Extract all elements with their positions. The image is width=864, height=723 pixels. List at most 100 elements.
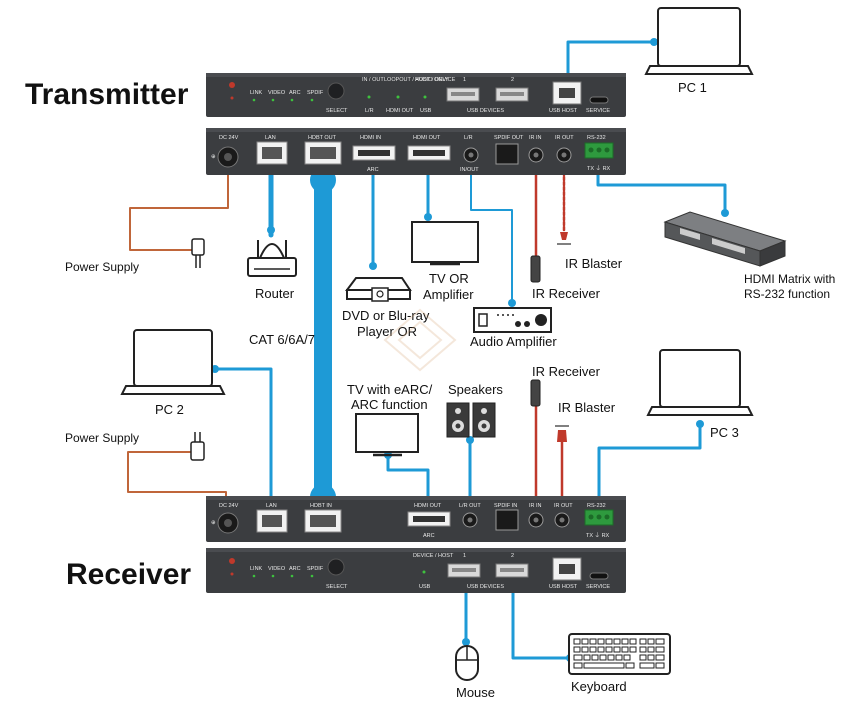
loopout-label: LOOPOUT / AUDIO ONLY xyxy=(384,77,449,83)
usb-host-label: USB HOST xyxy=(549,584,578,590)
led-label: ARC xyxy=(289,566,301,572)
hdmi-in-label: HDMI IN xyxy=(360,135,381,141)
led-icon xyxy=(290,574,294,578)
ir-blaster-icon xyxy=(557,232,571,245)
ir-receiver-bottom-label: IR Receiver xyxy=(532,364,601,379)
usb-label: USB xyxy=(419,584,431,590)
transmitter-front-panel: LINK VIDEO ARC SPDIF SELECT IN / OUT L/R… xyxy=(206,73,626,117)
led-icon xyxy=(310,98,314,102)
power-supply-icon xyxy=(191,238,205,268)
mouse-icon xyxy=(455,645,479,681)
ir-blaster-bottom-label: IR Blaster xyxy=(558,400,616,415)
spdif-out-label: SPDIF OUT xyxy=(494,135,524,141)
in-out-label: IN/OUT xyxy=(460,167,479,173)
ir-receiver-icon xyxy=(530,255,541,283)
spdif-in-label: SPDIF IN xyxy=(494,503,517,509)
audio-amp-label: Audio Amplifier xyxy=(470,334,557,349)
receiver-rear-panel: DC 24V ⊕ LAN HDBT IN HDMI OUT ARC L/R OU… xyxy=(206,496,626,542)
rs232-label: RS-232 xyxy=(587,503,606,509)
cable-node xyxy=(267,226,275,234)
cable-node xyxy=(721,209,729,217)
in-out-label: IN / OUT xyxy=(362,77,384,83)
ir-in-label: IR IN xyxy=(529,503,542,509)
polarity-icon: ⊕ xyxy=(211,154,216,160)
speakers-label: Speakers xyxy=(448,382,503,397)
led-icon xyxy=(396,95,400,99)
ir-out-label: IR OUT xyxy=(554,503,573,509)
service-port[interactable] xyxy=(589,96,609,104)
txrx-label: TX ⏚ RX xyxy=(587,165,611,172)
cable-pc1-usb xyxy=(566,40,656,86)
service-port[interactable] xyxy=(589,572,609,580)
dc-label: DC 24V xyxy=(219,135,239,141)
hdmi-out-label: HDMI OUT xyxy=(386,108,414,114)
lan-label: LAN xyxy=(265,135,276,141)
pc3-laptop-icon xyxy=(646,349,754,416)
power-supply-bottom-label: Power Supply xyxy=(65,431,139,445)
lan-label: LAN xyxy=(266,503,277,509)
select-button[interactable] xyxy=(327,558,345,576)
tv-earc-label-line1: TV with eARC/ xyxy=(347,382,433,397)
pc2-laptop-icon xyxy=(120,329,226,395)
rs232-cable-tx xyxy=(596,168,727,215)
led-label: SPDIF xyxy=(307,90,324,96)
usb-devices-label: USB DEVICES xyxy=(467,584,504,590)
mouse-label: Mouse xyxy=(456,685,495,700)
select-button[interactable] xyxy=(327,82,345,100)
router-icon xyxy=(247,240,297,277)
usb1-label: 1 xyxy=(463,553,466,559)
tv-amp-label-line1: TV OR xyxy=(429,271,469,286)
cable-node xyxy=(650,38,658,46)
select-label: SELECT xyxy=(326,108,348,114)
usb1-label: 1 xyxy=(463,77,466,83)
spdif-out-port[interactable] xyxy=(495,143,519,165)
usb2-label: 2 xyxy=(511,77,514,83)
usb2-label: 2 xyxy=(511,553,514,559)
service-label: SERVICE xyxy=(586,584,610,590)
receiver-title: Receiver xyxy=(66,558,191,591)
watermark-logo-icon xyxy=(383,308,457,372)
cable-node xyxy=(462,638,470,646)
spdif-in-port[interactable] xyxy=(495,509,519,531)
dvd-label-line1: DVD or Blu-ray xyxy=(342,308,430,323)
led-label: VIDEO xyxy=(268,90,286,96)
led-icon xyxy=(367,95,371,99)
keyboard-label: Keyboard xyxy=(571,679,627,694)
router-label: Router xyxy=(255,286,295,301)
speakers-icon xyxy=(446,402,496,438)
ir-receiver-icon xyxy=(530,379,541,407)
matrix-label-line1: HDMI Matrix with xyxy=(744,272,835,286)
ir-receiver-top-label: IR Receiver xyxy=(532,286,601,301)
lr-out-label: L/R OUT xyxy=(459,503,481,509)
power-supply-top-label: Power Supply xyxy=(65,260,139,274)
dc-label: DC 24V xyxy=(219,503,239,509)
polarity-icon: ⊕ xyxy=(211,520,216,526)
transmitter-title: Transmitter xyxy=(25,78,189,111)
tv-icon xyxy=(411,221,479,266)
cat-cable-label: CAT 6/6A/7 xyxy=(249,332,315,347)
cable-node xyxy=(369,262,377,270)
lan-cable-rx xyxy=(213,367,273,512)
hdbt-label: HDBT IN xyxy=(310,503,332,509)
hdmi-out-label: HDMI OUT xyxy=(414,503,442,509)
dvd-player-icon xyxy=(345,277,412,302)
cable-node xyxy=(466,436,474,444)
led-label: SPDIF xyxy=(307,566,324,572)
ir-out-label: IR OUT xyxy=(555,135,574,141)
usb-devices-label: USB DEVICES xyxy=(467,108,504,114)
hdmi-out-cable-rx xyxy=(386,453,430,512)
power-led-icon xyxy=(230,572,234,576)
hdmi-out-label: HDMI OUT xyxy=(413,135,441,141)
rs232-label: RS-232 xyxy=(587,135,606,141)
usb-label: USB xyxy=(420,108,432,114)
select-label: SELECT xyxy=(326,584,348,590)
led-label: LINK xyxy=(250,90,263,96)
receiver-front-panel: LINK VIDEO ARC SPDIF SELECT DEVICE / HOS… xyxy=(206,548,626,593)
arc-label: ARC xyxy=(367,167,379,173)
rs232-cable-rx xyxy=(597,422,702,516)
hdbt-label: HDBT OUT xyxy=(308,135,337,141)
pc3-label: PC 3 xyxy=(710,425,739,440)
device-host-label: DEVICE / HOST xyxy=(413,553,454,559)
pc1-laptop-icon xyxy=(644,7,754,75)
dvd-label-line2: Player OR xyxy=(357,324,417,339)
